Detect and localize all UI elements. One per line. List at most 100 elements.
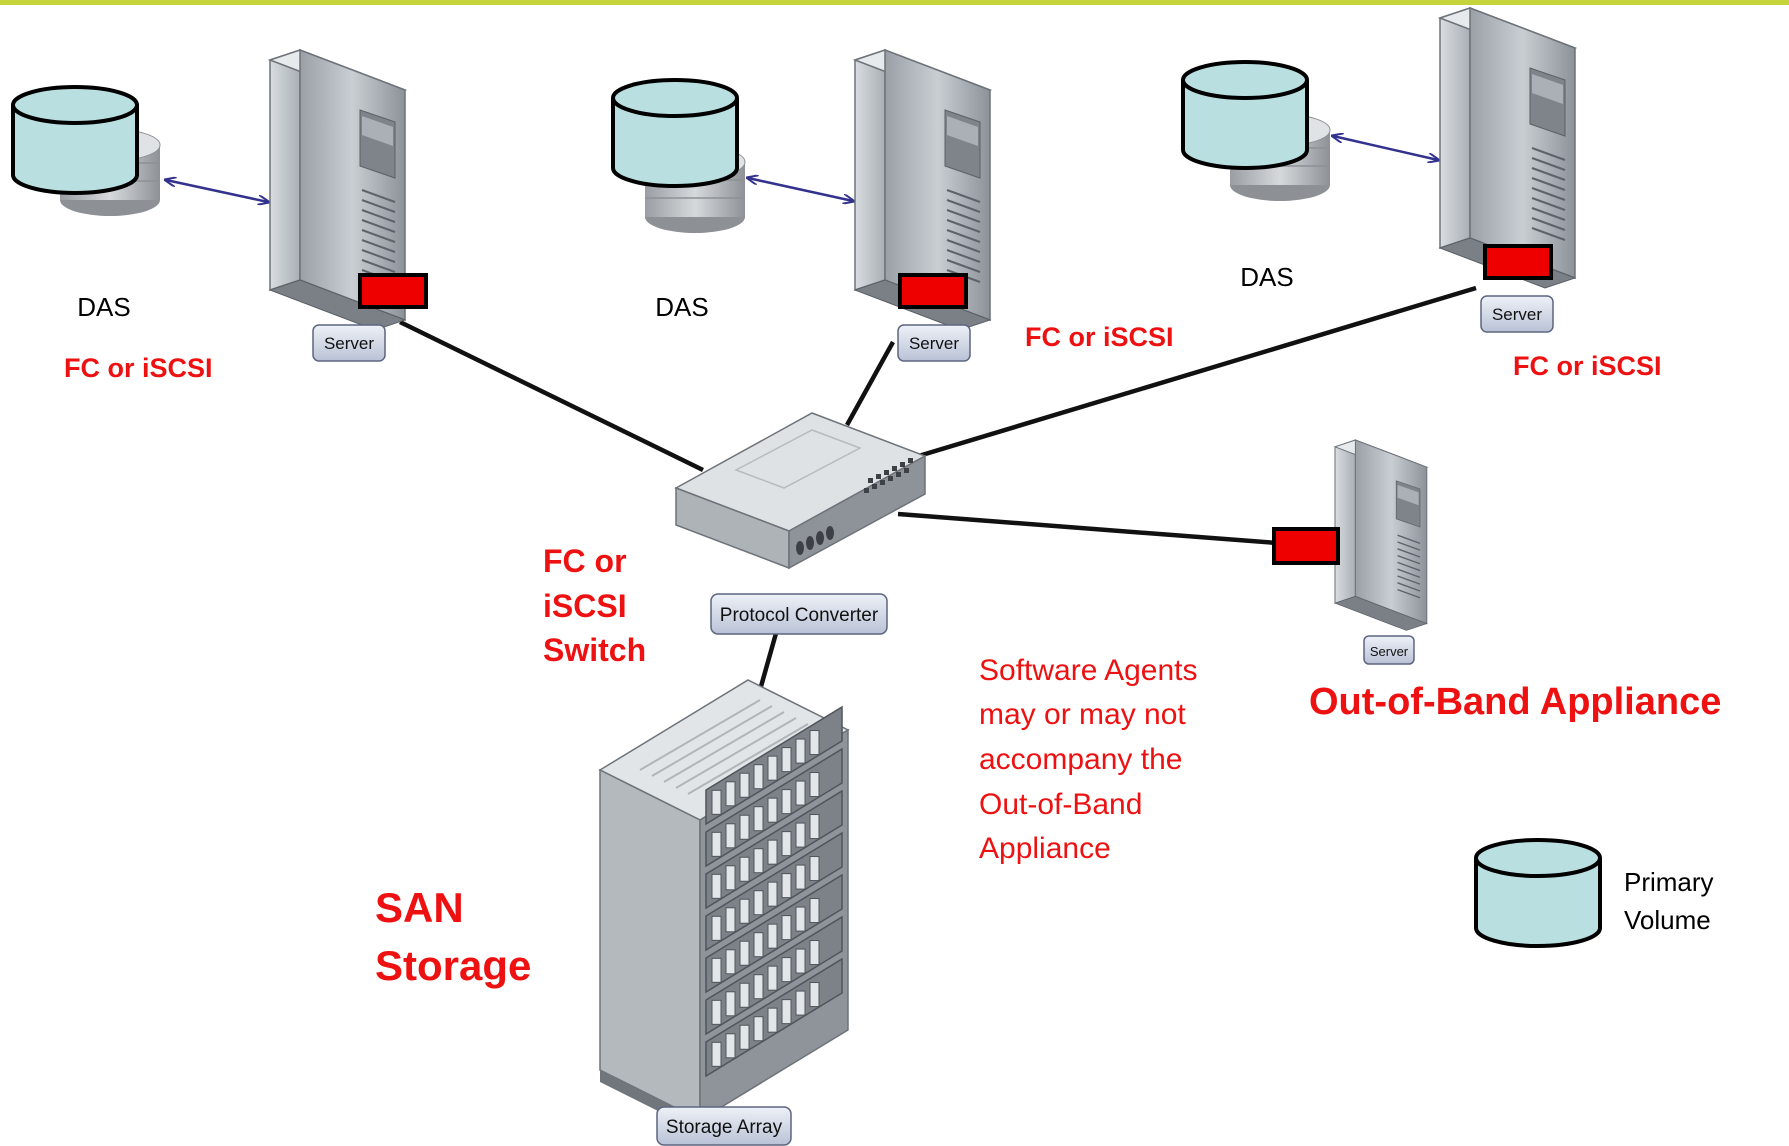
storage-drive-bay — [781, 999, 792, 1025]
appliance-note-line: may or may not — [979, 698, 1186, 731]
storage-drive-bay — [767, 755, 778, 781]
switch-label-line: iSCSI — [543, 588, 627, 624]
storage-drive-bay — [711, 1041, 722, 1067]
storage-drive-bay — [711, 999, 722, 1025]
storage-drive-bay — [809, 940, 820, 966]
storage-drive-bay — [767, 923, 778, 949]
storage-drive-bay — [781, 747, 792, 773]
appliance-note-line: Software Agents — [979, 654, 1197, 687]
das-group-3 — [1181, 60, 1438, 202]
storage-drive-bay — [767, 839, 778, 865]
server-tag-2: Server — [897, 324, 971, 362]
das-label: DAS — [77, 292, 130, 322]
storage-drive-bay — [725, 781, 736, 807]
hba-card-icon — [898, 273, 968, 309]
storage-drive-bay — [711, 873, 722, 899]
das-link-arrow — [166, 180, 268, 202]
hba-card-icon — [1483, 244, 1553, 280]
storage-drive-bay — [753, 806, 764, 832]
server-1 — [269, 49, 428, 331]
fc-iscsi-label: FC or iSCSI — [1025, 322, 1174, 352]
storage-drive-bay — [725, 1033, 736, 1059]
server-2 — [854, 49, 991, 331]
storage-drive-bay — [795, 822, 806, 848]
storage-array-tag-label: Storage Array — [666, 1117, 783, 1138]
legend-volume-icon — [1474, 838, 1602, 948]
server-tower-icon — [1334, 439, 1428, 632]
server-tag-4: Server — [1363, 635, 1415, 665]
appliance-note-line: Out-of-Band — [979, 788, 1142, 821]
legend-label-line: Volume — [1624, 905, 1711, 935]
san-storage-label-line: SAN — [375, 884, 464, 931]
storage-drive-bay — [753, 1016, 764, 1042]
storage-drive-bay — [809, 730, 820, 756]
storage-array-tag: Storage Array — [656, 1106, 792, 1146]
protocol-converter-tag: Protocol Converter — [710, 593, 888, 635]
storage-drive-bay — [809, 856, 820, 882]
das-link-arrow — [1333, 136, 1438, 160]
storage-drive-bay — [753, 848, 764, 874]
das-label: DAS — [655, 292, 708, 322]
storage-drive-bay — [753, 974, 764, 1000]
storage-drive-bay — [739, 940, 750, 966]
storage-drive-bay — [725, 907, 736, 933]
storage-drive-bay — [739, 772, 750, 798]
storage-drive-bay — [795, 864, 806, 890]
appliance-note-line: Appliance — [979, 832, 1111, 865]
storage-drive-bay — [767, 1007, 778, 1033]
storage-drive-bay — [725, 949, 736, 975]
primary-volume-icon — [11, 85, 139, 195]
link-server1-switch — [399, 319, 704, 473]
link-server3-switch — [911, 285, 1477, 461]
switch-label: FC or iSCSI Switch — [543, 543, 646, 668]
top-accent-bar — [0, 0, 1789, 5]
storage-drive-bay — [753, 890, 764, 916]
appliance-note: Software Agents may or may not accompany… — [979, 654, 1197, 865]
storage-drive-bay — [795, 780, 806, 806]
protocol-converter-switch — [674, 412, 927, 570]
storage-drive-bay — [739, 814, 750, 840]
server-tag-3: Server — [1480, 295, 1554, 333]
storage-drive-bay — [711, 915, 722, 941]
storage-drive-bay — [809, 982, 820, 1008]
server-tag-label: Server — [909, 334, 959, 353]
storage-drive-bay — [739, 856, 750, 882]
legend-label: Primary Volume — [1624, 867, 1714, 935]
storage-drive-bay — [795, 738, 806, 764]
storage-drive-bay — [739, 1024, 750, 1050]
fc-iscsi-label: FC or iSCSI — [1513, 351, 1662, 381]
das-group-1 — [11, 85, 268, 217]
storage-drive-bay — [781, 915, 792, 941]
appliance-hba-card-icon — [1272, 527, 1340, 565]
server-tag-label: Server — [324, 334, 374, 353]
link-server2-switch — [845, 340, 895, 427]
storage-drive-bay — [809, 772, 820, 798]
storage-drive-bay — [753, 932, 764, 958]
fc-iscsi-label: FC or iSCSI — [64, 353, 213, 383]
primary-volume-icon — [1181, 60, 1309, 170]
legend-label-line: Primary — [1624, 867, 1714, 897]
storage-array — [598, 679, 850, 1132]
server-3 — [1439, 7, 1576, 289]
primary-volume-icon — [611, 78, 739, 188]
san-storage-label-line: Storage — [375, 942, 531, 989]
storage-drive-bay — [725, 823, 736, 849]
storage-drive-bay — [809, 898, 820, 924]
out-of-band-appliance-server — [1334, 439, 1428, 632]
storage-drive-bay — [781, 789, 792, 815]
storage-shelves — [705, 705, 843, 1078]
storage-drive-bay — [739, 982, 750, 1008]
appliance-note-line: accompany the — [979, 743, 1182, 776]
storage-drive-bay — [795, 990, 806, 1016]
storage-drive-bay — [767, 881, 778, 907]
storage-drive-bay — [739, 898, 750, 924]
das-label: DAS — [1240, 262, 1293, 292]
storage-drive-bay — [781, 831, 792, 857]
switch-label-line: FC or — [543, 543, 627, 579]
storage-drive-bay — [767, 797, 778, 823]
das-group-2 — [611, 78, 853, 234]
storage-drive-bay — [781, 873, 792, 899]
server-tag-label: Server — [1370, 644, 1409, 659]
storage-drive-bay — [711, 831, 722, 857]
